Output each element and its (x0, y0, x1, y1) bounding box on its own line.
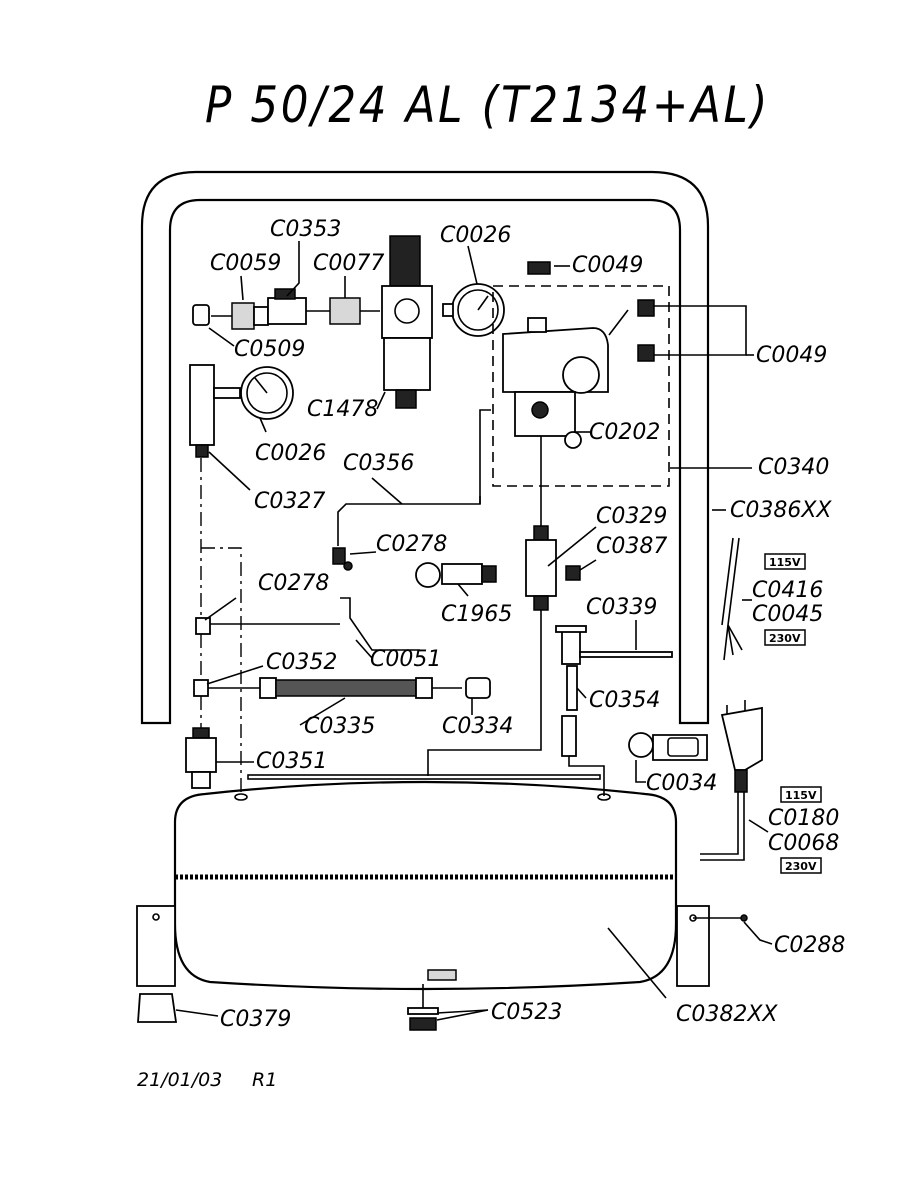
pressure-gauge-outlet (213, 366, 294, 420)
key-tag (628, 732, 708, 761)
part-label: C0386XX (730, 498, 832, 523)
part-label: C0077 (313, 251, 384, 276)
voltage-tag-group-plug: 115V 230V (780, 786, 822, 874)
part-label: C1478 (307, 397, 378, 422)
drain-plug-parts (407, 984, 439, 1031)
outlet-manifold (189, 288, 380, 458)
braided-hose (193, 597, 491, 699)
part-label: C0353 (270, 217, 341, 242)
check-valve (415, 436, 581, 611)
voltage-115-tag-plug: 115V (785, 789, 817, 802)
part-label: C1965 (441, 602, 512, 627)
safety-valve (185, 727, 217, 789)
air-tank (173, 774, 678, 991)
assembly-center-lines (200, 458, 542, 792)
roll-frame (140, 170, 710, 725)
part-label: C0352 (266, 650, 337, 675)
part-label: C0356 (343, 451, 414, 476)
part-label: C0340 (758, 455, 829, 480)
part-label: C0180 (768, 806, 839, 831)
part-label: C0278 (258, 571, 329, 596)
part-label: C0327 (254, 489, 325, 514)
part-labels: C0353 C0026 C0059 C0077 C0049 C0509 C004… (210, 217, 845, 1032)
voltage-230-tag-cable: 230V (769, 632, 801, 645)
delivery-tube (555, 625, 673, 796)
part-label: C0026 (255, 441, 326, 466)
connection-cable (721, 537, 743, 661)
part-label: C0339 (586, 595, 657, 620)
part-label: C0051 (370, 647, 441, 672)
diagram-title: P 50/24 AL (T2134+AL) (205, 76, 770, 134)
part-label: C0068 (768, 831, 839, 856)
voltage-115-tag-cable: 115V (769, 556, 801, 569)
part-label: C0379 (220, 1007, 291, 1032)
part-label: C0045 (752, 602, 823, 627)
part-label: C0351 (256, 749, 327, 774)
part-label: C0335 (304, 714, 375, 739)
leader-lines (175, 241, 773, 1021)
part-label: C0026 (440, 223, 511, 248)
filter-regulator (381, 235, 433, 409)
rubber-foot (137, 993, 178, 1023)
pressure-switch-assembly (492, 261, 754, 487)
part-label: C0354 (589, 688, 660, 713)
screw (693, 914, 748, 922)
voltage-tag-group-cable: 115V 230V (764, 553, 806, 646)
voltage-230-tag-plug: 230V (785, 860, 817, 873)
part-label: C0278 (376, 532, 447, 557)
part-label: C0382XX (676, 1002, 778, 1027)
power-cord-plug (700, 700, 763, 861)
footer-date: 21/01/03 (137, 1069, 222, 1091)
part-label: C0523 (491, 1000, 562, 1025)
part-label: C0288 (774, 933, 845, 958)
part-label: C0334 (442, 714, 513, 739)
unloader-tube (332, 409, 491, 571)
pressure-gauge-tank (442, 283, 505, 337)
part-label: C0329 (596, 504, 667, 529)
part-label: C0049 (756, 343, 827, 368)
part-label: C0034 (646, 771, 717, 796)
part-label: C0059 (210, 251, 281, 276)
footer-revision: R1 (252, 1069, 277, 1091)
part-label: C0416 (752, 578, 823, 603)
part-label: C0509 (234, 337, 305, 362)
part-label: C0049 (572, 253, 643, 278)
part-label: C0202 (589, 420, 660, 445)
tank-feet (136, 905, 710, 987)
part-label: C0387 (596, 534, 667, 559)
